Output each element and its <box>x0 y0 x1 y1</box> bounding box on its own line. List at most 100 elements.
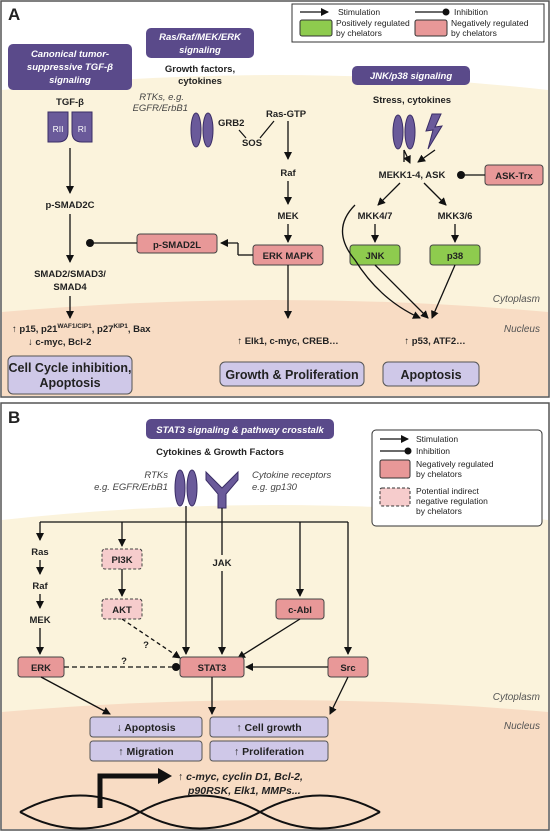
genes-line-1: ↑ c-myc, cyclin D1, Bcl-2, <box>178 771 303 783</box>
p-smad2l-label: p-SMAD2L <box>153 240 201 251</box>
growth-factors-2: cytokines <box>178 76 222 87</box>
stress-label: Stress, cytokines <box>373 95 451 106</box>
legend-a-negative-1: Negatively regulated <box>451 18 529 28</box>
transcription-arrow <box>97 773 160 808</box>
panel-b-legend <box>371 429 543 527</box>
raf-a-label: Raf <box>280 168 296 179</box>
stress-lightning-icon <box>425 113 443 150</box>
genes-line-2: p90RSK, Elk1, MMPs... <box>187 785 301 797</box>
tgf-targets-1: ↑ p15, p21WAF1/CIP1, p27KIP1, Bax <box>12 323 151 335</box>
ras-header <box>146 28 254 58</box>
legend-a-inh-dot <box>442 8 450 16</box>
ask-trx-inhibit-dot <box>457 171 465 179</box>
pi3k-box <box>101 548 143 570</box>
mekk-direct-curve <box>342 204 421 319</box>
jnk-label: JNK <box>365 251 384 262</box>
nucleus-a-label: Nucleus <box>504 324 540 335</box>
erk-nucleus-b-arrow <box>40 676 111 715</box>
rtk-a-right <box>202 112 214 148</box>
migration-box <box>89 740 203 762</box>
akt-box <box>101 598 143 620</box>
proliferation-box <box>209 740 329 762</box>
jak-label: JAK <box>212 558 231 569</box>
growth-factors-1: Growth factors, <box>165 64 235 75</box>
legend-a-green-swatch <box>299 19 333 37</box>
outcome-apoptosis-box <box>382 361 480 387</box>
src-nucleus-arrow <box>329 676 349 715</box>
mek-b-label: MEK <box>29 615 50 626</box>
mek-a-label: MEK <box>277 211 298 222</box>
cabl-stat3-arrow <box>237 618 301 659</box>
migration-label: ↑ Migration <box>118 746 173 758</box>
stat3-header <box>146 419 334 439</box>
legend-b-negative-2: by chelators <box>416 469 462 479</box>
rtks-a-2: EGFR/ErbB1 <box>133 103 188 114</box>
legend-b-potential-2: negative regulation <box>416 496 488 506</box>
tgf-header-line-1: Canonical tumor- <box>31 49 109 60</box>
legend-b-inh-dot <box>404 447 412 455</box>
mkk47-label: MKK4/7 <box>358 211 393 222</box>
stress-mekk-arrow <box>417 149 436 163</box>
legend-a-positive-1: Positively regulated <box>336 18 410 28</box>
legend-a-stim: Stimulation <box>338 7 380 17</box>
tgf-beta-label: TGF-β <box>56 97 84 108</box>
mekk-mkk47-arrow <box>377 182 401 206</box>
proliferation-label: ↑ Proliferation <box>234 746 304 758</box>
dna-strand-2 <box>19 794 381 830</box>
cell-growth-label: ↑ Cell growth <box>236 722 301 734</box>
tgf-header <box>8 44 132 90</box>
dna-strand-1 <box>19 794 381 830</box>
legend-b-negative-1: Negatively regulated <box>416 459 494 469</box>
src-label: Src <box>340 663 355 674</box>
rii-receptor <box>47 111 69 143</box>
legend-b-potential-1: Potential indirect <box>416 486 479 496</box>
outcome-growth-label: Growth & Proliferation <box>225 368 358 382</box>
cytoplasm-a-label: Cytoplasm <box>493 294 540 305</box>
rtk-a-left <box>190 112 202 148</box>
receptor-mekk-arrow <box>403 149 411 164</box>
tgf-targets-2: ↓ c-myc, Bcl-2 <box>28 337 91 348</box>
rii-label: RII <box>53 124 64 134</box>
legend-b-light-swatch <box>379 487 411 507</box>
grb2-sos-link <box>238 129 247 139</box>
smad2l-inhibit-dot <box>86 239 94 247</box>
rtks-b-1: RTKs <box>144 470 168 481</box>
rtks-b-2: e.g. EGFR/ErbB1 <box>94 482 168 493</box>
stat3-label: STAT3 <box>198 663 227 674</box>
legend-a-pink-swatch <box>414 19 448 37</box>
erk-question: ? <box>121 656 127 667</box>
ras-gtp-label: Ras-GTP <box>266 109 307 120</box>
gp130-receptor-icon <box>205 470 239 509</box>
legend-a-positive-2: by chelators <box>336 28 382 38</box>
akt-question: ? <box>143 640 149 651</box>
stat3-header-text: STAT3 signaling & pathway crosstalk <box>156 425 324 436</box>
p-smad2c-label: p-SMAD2C <box>45 200 94 211</box>
cytokines-label: Cytokines & Growth Factors <box>156 447 284 458</box>
rtk-b-right <box>186 469 198 507</box>
akt-label: AKT <box>112 605 132 616</box>
ri-receptor <box>71 111 93 143</box>
smad-complex-2: SMAD4 <box>53 282 87 293</box>
jnk-header <box>352 66 470 85</box>
panel-b-label: B <box>8 408 20 427</box>
cell-growth-box <box>209 716 329 738</box>
stress-receptor-left <box>392 114 404 150</box>
mekk-mkk36-arrow <box>423 182 447 206</box>
jnk-header-text: JNK/p38 signaling <box>370 71 453 82</box>
erk-stat3-inhibit-dot <box>172 663 180 671</box>
legend-a-negative-2: by chelators <box>451 28 497 38</box>
stress-receptor-right <box>404 114 416 150</box>
p38-label: p38 <box>447 251 463 262</box>
mekk-label: MEKK1-4, ASK <box>379 170 446 181</box>
jnk-targets: ↑ p53, ATF2… <box>404 336 465 347</box>
mkk36-label: MKK3/6 <box>438 211 473 222</box>
outcome-apoptosis-label: Apoptosis <box>400 368 461 382</box>
jnk-nucleus-arrow <box>374 264 429 319</box>
pi3k-label: PI3K <box>111 555 132 566</box>
ras-header-line-2: signaling <box>179 45 221 56</box>
legend-b-pink-swatch <box>379 459 411 479</box>
ri-label: RI <box>78 124 87 134</box>
ask-trx-label: ASK-Trx <box>495 171 533 182</box>
